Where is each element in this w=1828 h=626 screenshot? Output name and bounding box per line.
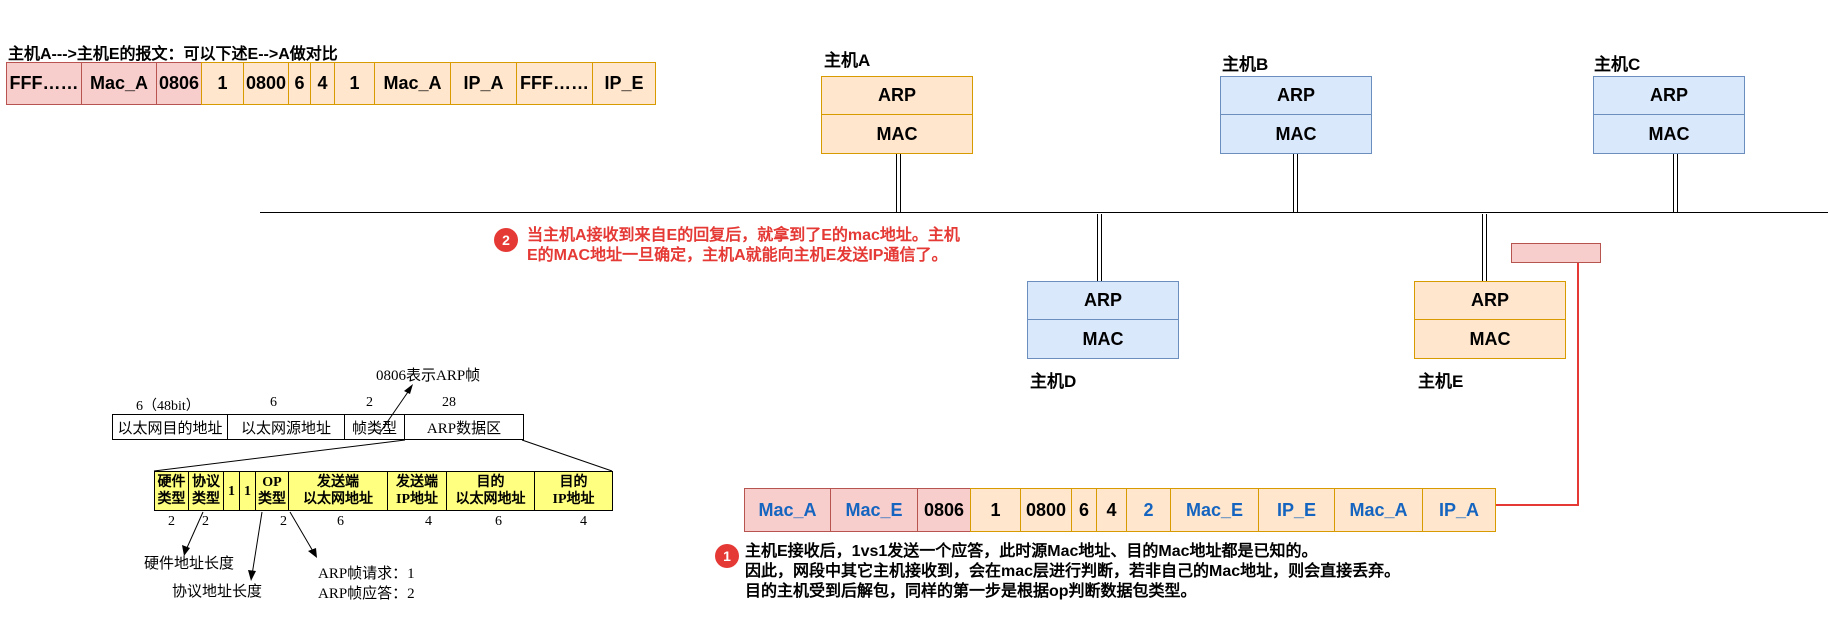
host-c-link [1677, 154, 1678, 212]
proto-len-label: 协议地址长度 [172, 584, 263, 600]
arp-field-size: 6 [495, 514, 502, 529]
packet-field: FFF…… [516, 62, 593, 105]
arp-field-size: 2 [280, 514, 287, 529]
arp-field-size: 4 [580, 514, 587, 529]
host-a-link [900, 154, 901, 212]
arp-layer: ARP [1414, 281, 1566, 320]
frame-field: ARP数据区 [426, 420, 502, 437]
host-a-link [896, 154, 897, 212]
step-2-note: 当主机A接收到来自E的回复后，就拿到了E的mac地址。主机 E的MAC地址一旦确… [527, 226, 960, 266]
packet-field: 0800 [1020, 488, 1072, 532]
host-b-link [1293, 154, 1294, 212]
packet-field: 0806 [917, 488, 971, 532]
host-a-name: 主机A [824, 51, 871, 70]
packet-field: Mac_A [374, 62, 451, 105]
arp-field: 发送端 以太网地址 [289, 472, 388, 510]
host-e-link [1486, 214, 1487, 281]
step-2-badge: 2 [494, 228, 518, 252]
mac-layer: MAC [1593, 115, 1745, 154]
reply-packet-icon [1511, 243, 1601, 263]
hw-len-label: 硬件地址长度 [144, 556, 235, 572]
arp-field: 目的 IP地址 [552, 475, 595, 507]
packet-field: Mac_E [830, 488, 918, 532]
field-size: 28 [442, 395, 456, 410]
arp-field: 1 [240, 472, 256, 510]
packet-field: IP_A [450, 62, 517, 105]
packet-field: 6 [1071, 488, 1097, 532]
arp-layer: ARP [821, 76, 973, 115]
field-size: 2 [366, 395, 373, 410]
packet-field: 1 [970, 488, 1021, 532]
reply-packet: Mac_A Mac_E 0806 1 0800 6 4 2 Mac_E IP_E… [744, 488, 1496, 532]
arp-field: 1 [224, 472, 240, 510]
arp-field-size: 2 [202, 514, 209, 529]
step-1-badge: 1 [715, 544, 739, 568]
top-packet-title: 主机A--->主机E的报文：可以下述E-->A做对比 [8, 46, 338, 63]
arp-field-size: 2 [168, 514, 175, 529]
host-c-name: 主机C [1594, 55, 1641, 74]
host-b-name: 主机B [1222, 55, 1269, 74]
arp-field: 硬件 类型 [155, 472, 189, 510]
packet-field: 0806 [156, 62, 202, 105]
host-a: ARP MAC [821, 76, 973, 154]
step-1-note: 主机E接收后，1vs1发送一个应答，此时源Mac地址、目的Mac地址都是已知的。… [745, 542, 1400, 602]
arp-field: 目的 以太网地址 [447, 472, 535, 510]
host-d-name: 主机D [1030, 372, 1077, 391]
arp-field: 发送端 IP地址 [388, 472, 447, 510]
mac-layer: MAC [1027, 320, 1179, 359]
host-c-link [1673, 154, 1674, 212]
arp-field-size: 4 [425, 514, 432, 529]
packet-field: 0800 [243, 62, 289, 105]
mac-layer: MAC [821, 115, 973, 154]
host-e-name: 主机E [1418, 372, 1464, 391]
packet-field: Mac_A [1334, 488, 1423, 532]
arp-field: 协议 类型 [189, 472, 224, 510]
host-b: ARP MAC [1220, 76, 1372, 154]
mac-layer: MAC [1414, 320, 1566, 359]
host-d: ARP MAC [1027, 281, 1179, 359]
field-size: 6（48bit） [136, 399, 200, 414]
op-reply-label: ARP帧应答：2 [318, 586, 415, 602]
arp-data-area: 硬件 类型 协议 类型 1 1 OP 类型 发送端 以太网地址 发送端 IP地址… [154, 471, 613, 511]
host-e: ARP MAC [1414, 281, 1566, 359]
arp-field-size: 6 [337, 514, 344, 529]
host-d-link [1101, 214, 1102, 281]
top-packet: FFF…… Mac_A 0806 1 0800 6 4 1 Mac_A IP_A… [6, 62, 656, 105]
host-d-link [1097, 214, 1098, 281]
packet-field: Mac_E [1170, 488, 1259, 532]
step-1-line: 目的主机受到后解包，同样的第一步是根据op判断数据包类型。 [745, 583, 1197, 600]
host-e-link [1482, 214, 1483, 281]
ethernet-frame: 以太网目的地址 以太网源地址 帧类型 ARP数据区 [112, 414, 524, 440]
field-size: 6 [270, 395, 277, 410]
packet-field: IP_E [592, 62, 656, 105]
mac-layer: MAC [1220, 115, 1372, 154]
arp-field: OP 类型 [256, 472, 289, 510]
host-c: ARP MAC [1593, 76, 1745, 154]
arp-layer: ARP [1027, 281, 1179, 320]
network-bus [260, 212, 1828, 213]
frame-type-callout: 0806表示ARP帧 [376, 368, 481, 384]
step-2-line: E的MAC地址一旦确定，主机A就能向主机E发送IP通信了。 [527, 247, 948, 264]
arp-layer: ARP [1593, 76, 1745, 115]
arp-layer: ARP [1220, 76, 1372, 115]
frame-field: 以太网源地址 [228, 415, 345, 439]
packet-field: 1 [334, 62, 375, 105]
frame-field: 以太网目的地址 [113, 415, 228, 439]
packet-field: IP_A [1422, 488, 1496, 532]
host-b-link [1297, 154, 1298, 212]
step-1-line: 主机E接收后，1vs1发送一个应答，此时源Mac地址、目的Mac地址都是已知的。 [745, 543, 1318, 560]
step-2-line: 当主机A接收到来自E的回复后，就拿到了E的mac地址。主机 [527, 227, 960, 244]
step-1-line: 因此，网段中其它主机接收到，会在mac层进行判断，若非自己的Mac地址，则会直接… [745, 563, 1401, 580]
op-request-label: ARP帧请求：1 [318, 566, 415, 582]
packet-field: IP_E [1258, 488, 1335, 532]
